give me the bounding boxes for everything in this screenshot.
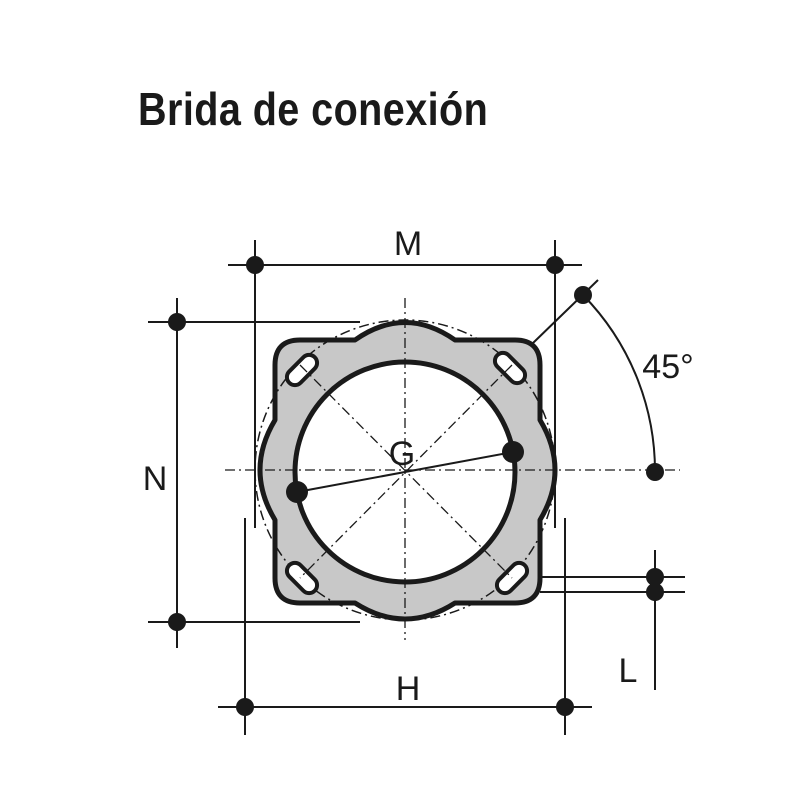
dimension-h: [218, 518, 592, 735]
dimension-angle-label: 45°: [642, 348, 693, 386]
diagram-title: Brida de conexión: [138, 83, 489, 135]
dimension-g: [286, 441, 524, 503]
dimension-n-label: N: [143, 460, 168, 498]
center-lines: [225, 298, 680, 640]
dimension-h-label: H: [396, 670, 421, 708]
dimension-l-label: L: [619, 652, 638, 690]
dimension-m-label: M: [394, 225, 422, 263]
dimension-angle: [532, 279, 664, 481]
dimension-g-label: G: [389, 435, 415, 473]
dimension-l: [540, 550, 685, 690]
dimension-m: [228, 240, 582, 528]
dimension-n: [148, 298, 360, 648]
bolt-slot-bottom-left: [284, 560, 320, 596]
bolt-slot-top-left: [284, 352, 320, 388]
